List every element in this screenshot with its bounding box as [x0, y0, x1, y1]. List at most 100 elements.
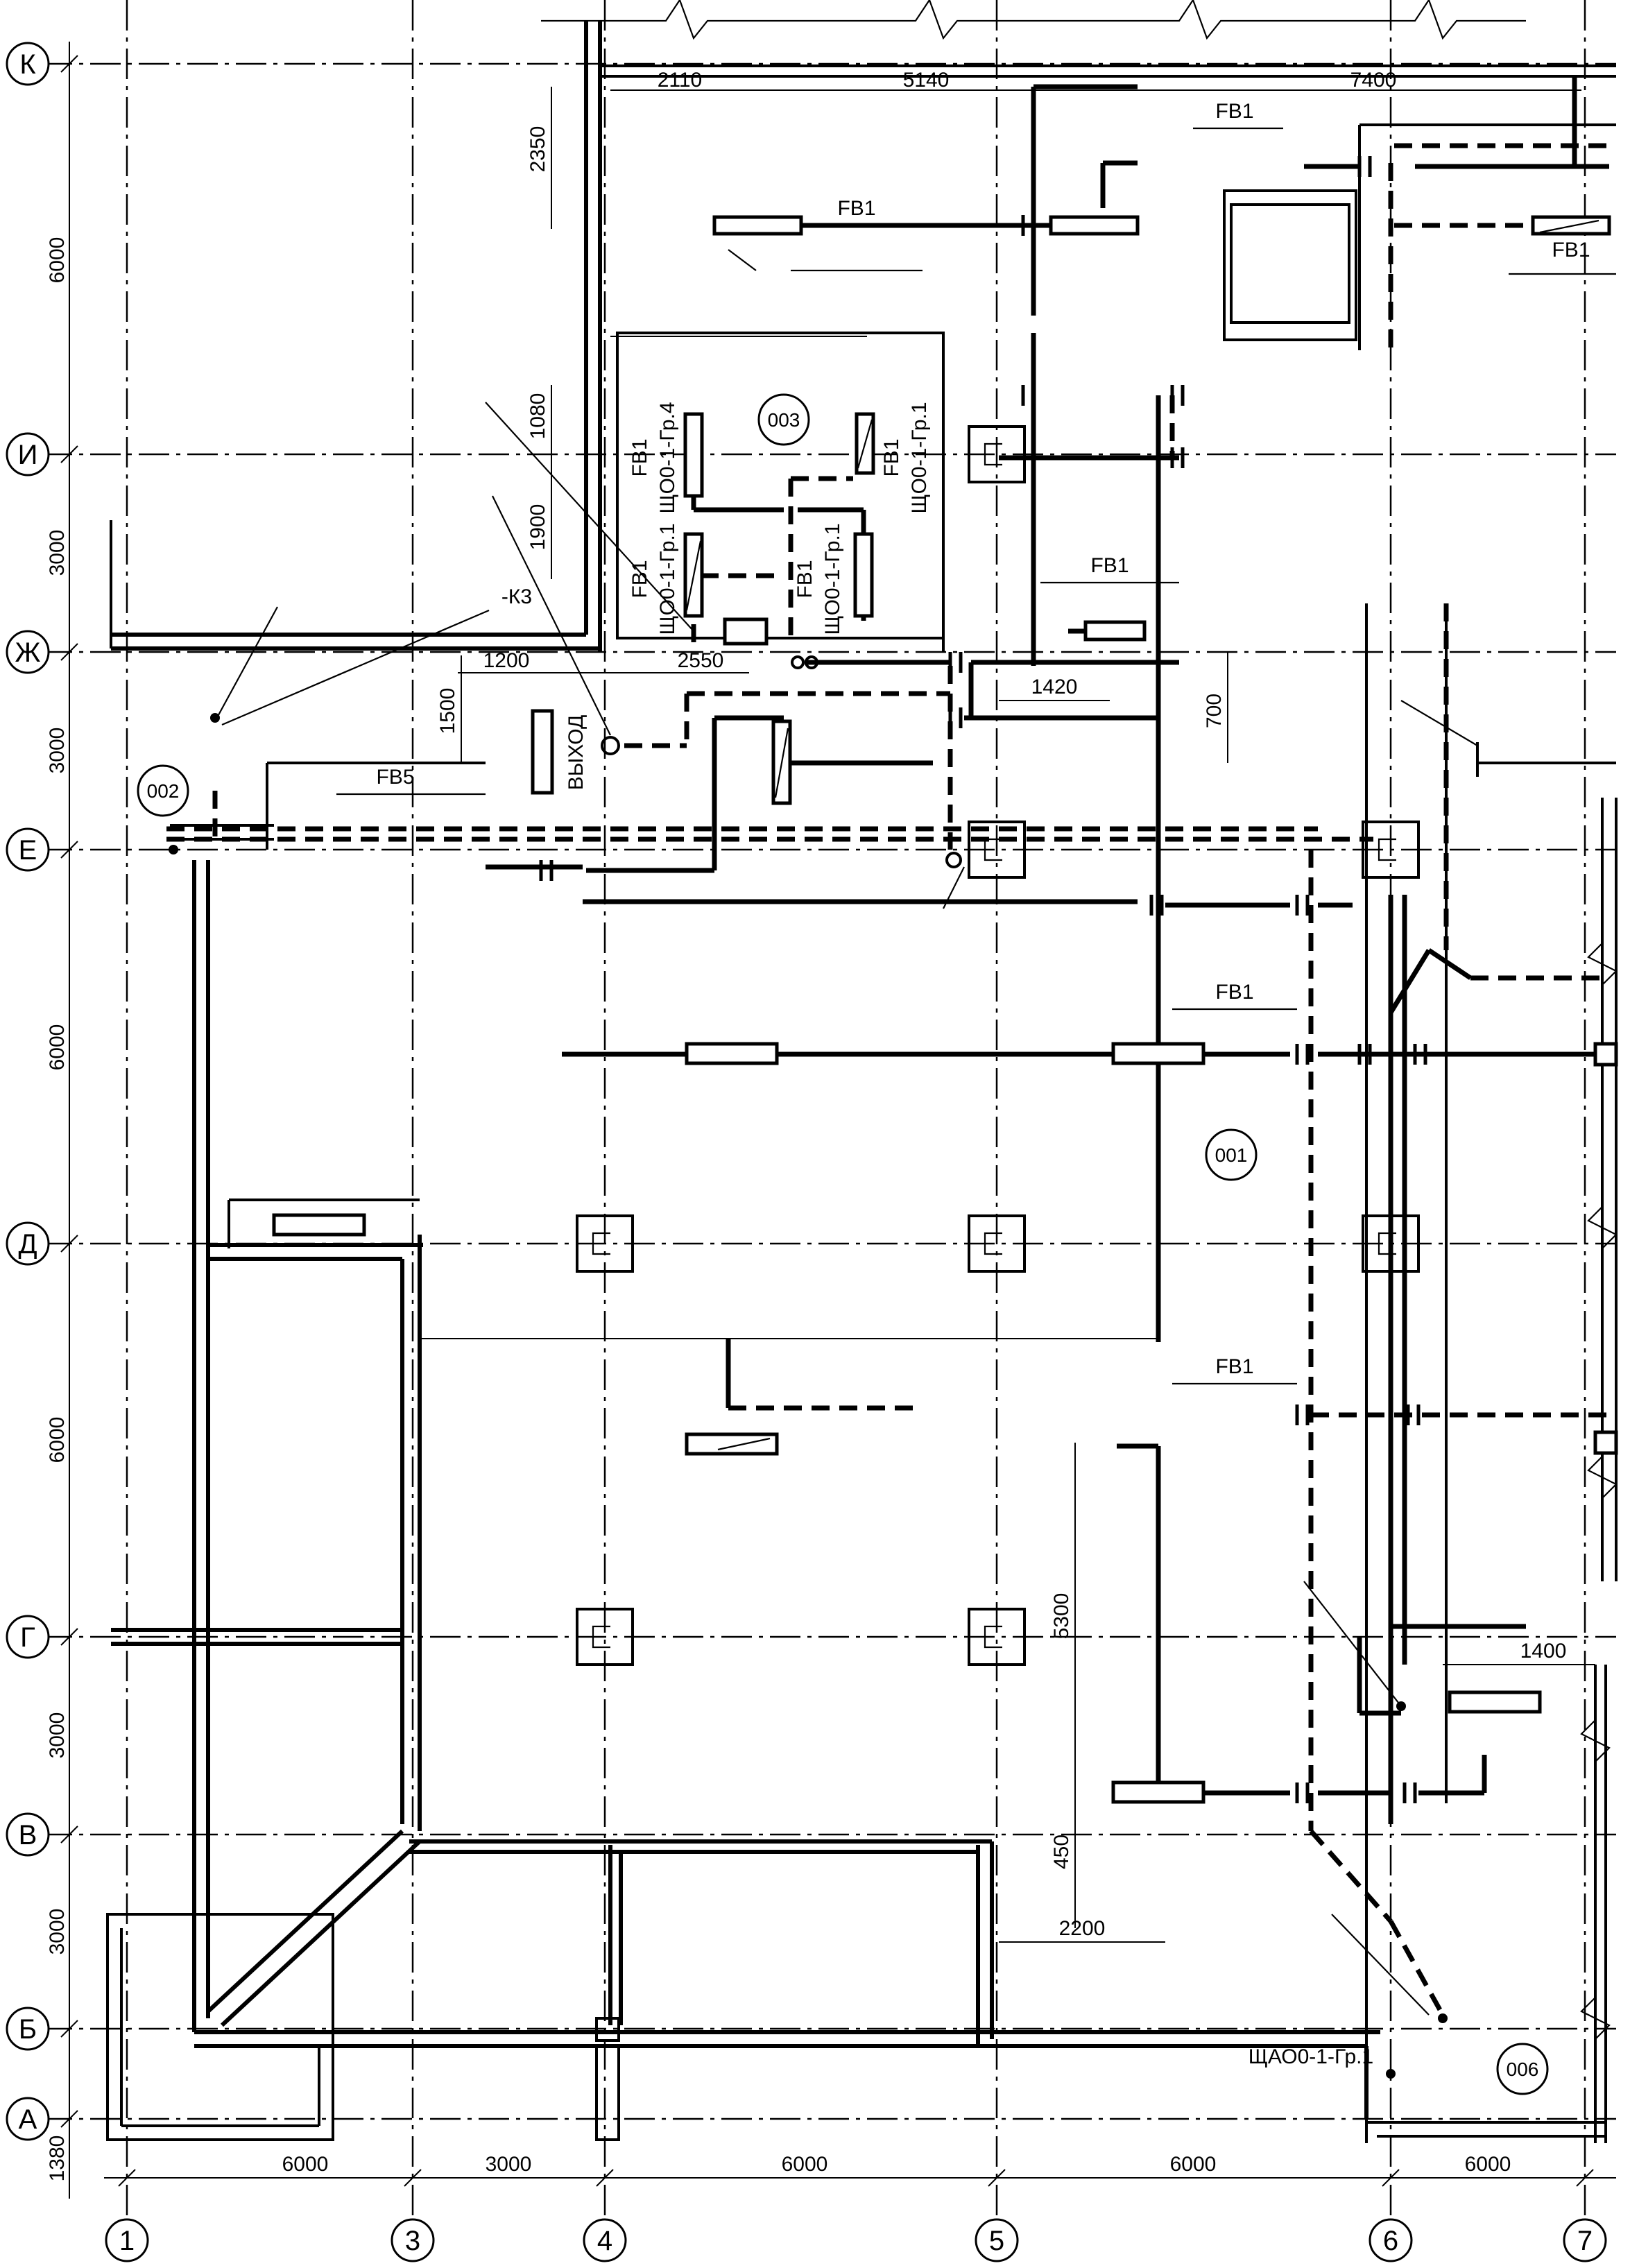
- cable-routes: [166, 76, 1609, 2016]
- column-Е6: [1362, 821, 1420, 879]
- axis-bubble-И: И: [6, 432, 50, 476]
- dim-700: 700: [1203, 694, 1226, 728]
- lamp-d-1: [685, 1042, 779, 1065]
- dim-bottom-4: 6000: [1170, 2153, 1217, 2176]
- left-dimension-chain: [60, 42, 78, 2199]
- axis-bubble-5: 5: [975, 2218, 1019, 2262]
- column-Е5: [968, 821, 1026, 879]
- label-fb1-003-2: FB1: [880, 438, 903, 476]
- svg-text:003: 003: [768, 409, 800, 431]
- label-fb1-d: FB1: [1215, 981, 1253, 1004]
- dim-1500: 1500: [436, 688, 459, 734]
- svg-text:7: 7: [1577, 2226, 1593, 2256]
- dim-bottom-2: 3000: [486, 2153, 532, 2176]
- svg-text:001: 001: [1215, 1144, 1248, 1166]
- columns: [576, 425, 1420, 1666]
- axis-bubble-3: 3: [391, 2218, 435, 2262]
- column-Г4: [576, 1608, 634, 1666]
- label-fb1-003-4: FB1: [793, 560, 816, 598]
- axis-bubble-В: В: [6, 1812, 50, 1857]
- dim-left-4: 6000: [46, 1024, 69, 1071]
- leader-lines: [214, 249, 1478, 2016]
- label-g1-003-4: ЩО0-1-Гр.1: [821, 523, 844, 635]
- room-tag-001: 001: [1205, 1128, 1258, 1181]
- dim-2110: 2110: [658, 69, 703, 92]
- dim-left-2: 3000: [46, 530, 69, 576]
- lamp-top-1: [712, 215, 803, 236]
- svg-text:Д: Д: [18, 1229, 37, 1260]
- label-fb1-zh: FB1: [1090, 554, 1129, 577]
- axis-bubble-А: А: [6, 2097, 50, 2141]
- dim-bottom-3: 6000: [782, 2153, 828, 2176]
- dim-bottom-1: 6000: [282, 2153, 329, 2176]
- label-fb1-003-3: FB1: [628, 560, 651, 598]
- axis-bubble-Б: Б: [6, 2007, 50, 2051]
- room-tag-003: 003: [757, 393, 810, 446]
- dim-2200: 2200: [1059, 1917, 1106, 1940]
- lamp-v-1: [1111, 1780, 1206, 1804]
- column-Д5: [968, 1214, 1026, 1273]
- lamp-right-2: [1593, 1042, 1618, 1067]
- dim-2350: 2350: [526, 126, 549, 173]
- axis-bubble-7: 7: [1563, 2218, 1607, 2262]
- dim-left-6: 3000: [46, 1712, 69, 1759]
- exit-sign: [531, 709, 554, 795]
- axis-bubble-Ж: Ж: [6, 630, 50, 674]
- luminaires: [272, 215, 1618, 1804]
- dim-1400: 1400: [1520, 1640, 1567, 1663]
- grid-axes: [42, 0, 1616, 2240]
- room-tag-002: 002: [137, 764, 189, 817]
- label-g-bottom: ЩАО0-1-Гр.1: [1249, 2045, 1373, 2068]
- axis-bubble-К: К: [6, 42, 50, 86]
- svg-text:В: В: [19, 1820, 37, 1850]
- axis-bubble-Д: Д: [6, 1221, 50, 1266]
- dim-left-5: 6000: [46, 1417, 69, 1463]
- svg-text:6: 6: [1383, 2226, 1398, 2256]
- svg-text:Б: Б: [19, 2014, 37, 2045]
- label-k3: -К3: [501, 585, 532, 608]
- label-fb1-top-1: FB1: [837, 197, 875, 220]
- switchboard-003: [723, 617, 769, 646]
- junction-marks: [539, 156, 1427, 1803]
- walls: [106, 0, 1618, 2143]
- dim-left-7: 3000: [46, 1909, 69, 1955]
- label-g4-003: ЩО0-1-Гр.4: [656, 402, 679, 513]
- label-fb1-003-1: FB1: [628, 438, 651, 476]
- dim-2550: 2550: [678, 649, 724, 672]
- svg-text:И: И: [18, 440, 38, 470]
- lamp-v-2: [1448, 1690, 1542, 1714]
- plan-dimensions: [420, 87, 1595, 1943]
- axis-bubble-6: 6: [1369, 2218, 1413, 2262]
- axis-bubble-Г: Г: [6, 1615, 50, 1659]
- lamp-diagonals: [685, 219, 1599, 1451]
- label-g1-003-2: ЩО0-1-Гр.1: [908, 402, 931, 513]
- svg-text:5: 5: [989, 2226, 1004, 2256]
- dim-1900: 1900: [526, 504, 549, 551]
- svg-text:Г: Г: [20, 1622, 35, 1653]
- nodes: [169, 655, 1448, 2079]
- lamp-003-4: [853, 532, 874, 618]
- label-exit: ВЫХОД: [565, 715, 587, 791]
- dim-left-1: 6000: [46, 237, 69, 284]
- label-g1-003-3: ЩО0-1-Гр.1: [656, 523, 679, 635]
- dim-bottom-5: 6000: [1465, 2153, 1511, 2176]
- lamp-003-1: [683, 412, 704, 498]
- lamp-right-1: [1593, 1430, 1618, 1455]
- axis-bubble-4: 4: [583, 2218, 627, 2262]
- svg-text:006: 006: [1507, 2059, 1539, 2080]
- dim-1080: 1080: [526, 393, 549, 440]
- lamp-top-2: [1049, 215, 1140, 236]
- svg-text:А: А: [19, 2104, 37, 2135]
- label-fb1-g: FB1: [1215, 1355, 1253, 1378]
- svg-text:002: 002: [147, 780, 180, 802]
- axis-bubble-1: 1: [105, 2218, 149, 2262]
- svg-text:Е: Е: [19, 835, 37, 866]
- lamp-d-2: [1111, 1042, 1206, 1065]
- svg-text:Ж: Ж: [15, 637, 41, 668]
- dim-left-3: 3000: [46, 728, 69, 774]
- lamp-g-1: [685, 1432, 779, 1456]
- room-tag-006: 006: [1496, 2043, 1549, 2095]
- label-fb5: FB5: [376, 766, 414, 789]
- svg-text:К: К: [19, 49, 36, 80]
